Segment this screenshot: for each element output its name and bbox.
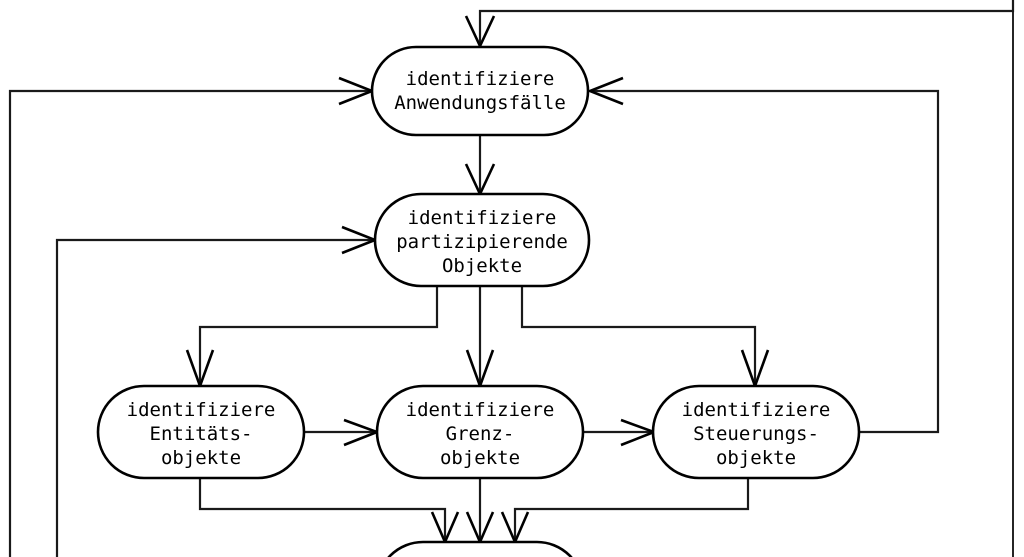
edge-partizipierende-to-grenz [465,286,495,390]
edge-partizipierende-to-steuerungs [520,286,770,390]
node-partizipierende-objekte-line3: Objekte [442,255,522,277]
node-grenzobjekte-shape[interactable] [375,384,585,480]
node-grenzobjekte-line1: identifiziere [406,399,555,421]
node-bottom-partial-shape[interactable] [377,540,583,557]
node-steuerungsobjekte-shape[interactable] [651,384,861,480]
node-steuerungsobjekte-line3: objekte [716,447,796,469]
node-entitaetsobjekte[interactable]: identifiziere Entitäts- objekte [96,384,306,480]
edge-grenz-to-bottom [465,478,495,546]
node-anwendungsfaelle-line2: Anwendungsfälle [394,92,566,114]
edge-grenz-to-steuerungs [583,418,658,447]
node-entitaetsobjekte-line1: identifiziere [127,399,276,421]
node-steuerungsobjekte-line1: identifiziere [682,399,831,421]
node-grenzobjekte[interactable]: identifiziere Grenz- objekte [375,384,585,480]
node-partizipierende-objekte-line1: identifiziere [408,207,557,229]
edge-steuerungs-to-bottom [500,478,750,546]
node-entitaetsobjekte-line3: objekte [161,447,241,469]
node-partizipierende-objekte-shape[interactable] [373,192,591,288]
node-layer: identifiziere Anwendungsfälle identifizi… [96,45,861,557]
node-entitaetsobjekte-shape[interactable] [96,384,306,480]
edge-left-rail-to-anwendungsfaelle [8,76,376,557]
node-bottom-partial[interactable] [377,540,583,557]
edge-anwendungsfaelle-to-partizipierende [464,135,496,198]
edge-entitaets-to-bottom [198,478,460,546]
node-steuerungsobjekte-line2: Steuerungs- [693,423,819,445]
edge-entitaets-to-grenz [303,418,381,447]
edge-steuerungsobjekte-to-anwendungsfaelle [586,76,940,434]
node-steuerungsobjekte[interactable]: identifiziere Steuerungs- objekte [651,384,861,480]
node-partizipierende-objekte-line2: partizipierende [396,231,568,253]
node-anwendungsfaelle[interactable]: identifiziere Anwendungsfälle [370,45,590,137]
node-anwendungsfaelle-shape[interactable] [370,45,590,137]
node-grenzobjekte-line2: Grenz- [446,423,515,445]
edge-partizipierende-to-entitaets [185,286,439,390]
edge-top-return-to-anwendungsfaelle [464,0,1015,50]
node-partizipierende-objekte[interactable]: identifiziere partizipierende Objekte [373,192,591,288]
node-grenzobjekte-line3: objekte [440,447,520,469]
node-anwendungsfaelle-line1: identifiziere [406,68,555,90]
node-entitaetsobjekte-line2: Entitäts- [150,423,253,445]
